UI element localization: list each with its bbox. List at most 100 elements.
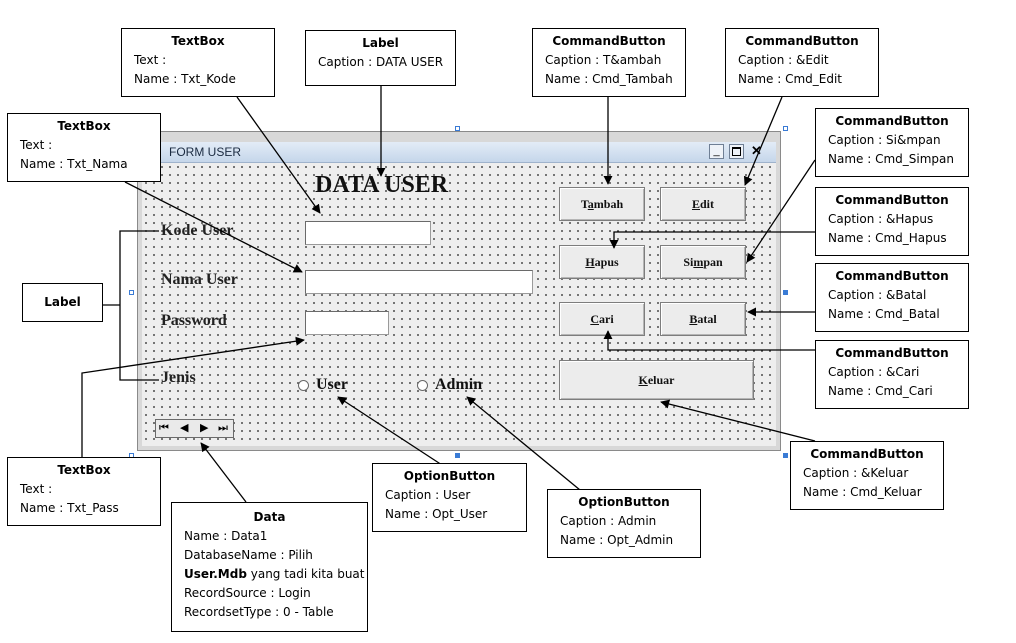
- callout-type: CommandButton: [835, 114, 949, 128]
- label-kode-user: Kode User: [161, 222, 234, 239]
- arrow-cmd-keluar: [660, 399, 816, 442]
- nama-user-input[interactable]: [305, 270, 533, 294]
- form-title-bar: FORM USER _ ✕: [142, 142, 776, 163]
- last-record-icon[interactable]: ⏭: [218, 422, 228, 434]
- data-control[interactable]: ⏮ ◀ ▶ ⏭: [155, 419, 234, 438]
- selection-handle[interactable]: [455, 126, 460, 131]
- callout-text: Text :: [20, 138, 53, 152]
- callout-name: Name : Cmd_Batal: [828, 307, 940, 321]
- callout-type: CommandButton: [810, 447, 924, 461]
- callout-name: Name : Opt_User: [385, 507, 488, 521]
- form-title: FORM USER: [169, 145, 241, 159]
- callout-db-note-rest: yang tadi kita buat: [246, 567, 365, 581]
- callout-name: Name : Txt_Nama: [20, 157, 128, 171]
- label-jenis: Jenis: [161, 369, 196, 386]
- selection-handle[interactable]: [129, 290, 134, 295]
- callout-type: TextBox: [171, 34, 225, 48]
- selection-handle[interactable]: [783, 453, 788, 458]
- maximize-icon[interactable]: [729, 144, 744, 159]
- callout-caption: Caption : T&ambah: [545, 53, 662, 67]
- callout-type: OptionButton: [578, 495, 670, 509]
- simpan-button[interactable]: Simpan: [660, 245, 746, 279]
- simpan-button-label: Simpan: [683, 255, 723, 269]
- edit-button[interactable]: Edit: [660, 187, 746, 221]
- callout-txt-nama: TextBox Text : Name : Txt_Nama: [7, 113, 161, 182]
- opt-admin-label[interactable]: Admin: [435, 376, 483, 393]
- arrow-opt-admin: [466, 396, 581, 491]
- minimize-icon[interactable]: _: [709, 144, 724, 159]
- selection-handle[interactable]: [783, 290, 788, 295]
- arrow-txt-nama: [124, 181, 303, 273]
- bracket-label-group: [119, 230, 159, 381]
- callout-type: CommandButton: [835, 346, 949, 360]
- callout-txt-kode: TextBox Text : Name : Txt_Kode: [121, 28, 275, 97]
- callout-name: Name : Cmd_Cari: [828, 384, 933, 398]
- tambah-button[interactable]: Tambah: [559, 187, 645, 221]
- keluar-button[interactable]: Keluar: [559, 360, 754, 400]
- callout-cmd-tambah: CommandButton Caption : T&ambah Name : C…: [532, 28, 686, 97]
- callout-type: Label: [362, 36, 399, 50]
- tambah-button-label: Tambah: [580, 197, 624, 211]
- label-password: Password: [161, 312, 227, 329]
- cari-button-label: Cari: [590, 312, 614, 326]
- opt-admin-radio[interactable]: [417, 380, 428, 391]
- arrow-cmd-hapus: [609, 231, 815, 249]
- arrow-txt-pass: [81, 336, 305, 457]
- callout-caption: Caption : &Cari: [828, 365, 920, 379]
- callout-db-file: User.Mdb: [184, 567, 247, 581]
- callout-cmd-cari: CommandButton Caption : &Cari Name : Cmd…: [815, 340, 969, 409]
- callout-name: Name : Cmd_Edit: [738, 72, 842, 86]
- first-record-icon[interactable]: ⏮: [159, 422, 169, 434]
- cari-button[interactable]: Cari: [559, 302, 645, 336]
- callout-caption: Caption : User: [385, 488, 471, 502]
- callout-name: Name : Txt_Kode: [134, 72, 236, 86]
- arrow-cmd-cari: [603, 330, 815, 351]
- arrow-data1: [200, 442, 247, 503]
- callout-type: Label: [44, 295, 81, 309]
- previous-record-icon[interactable]: ◀: [180, 422, 189, 434]
- batal-button[interactable]: Batal: [660, 302, 746, 336]
- callout-text: Text :: [20, 482, 53, 496]
- label-nama-user: Nama User: [161, 271, 238, 288]
- opt-user-radio[interactable]: [298, 380, 309, 391]
- callout-type: CommandButton: [835, 193, 949, 207]
- callout-text: Text :: [134, 53, 167, 67]
- callout-cmd-hapus: CommandButton Caption : &Hapus Name : Cm…: [815, 187, 969, 256]
- callout-type: CommandButton: [745, 34, 859, 48]
- callout-type: TextBox: [57, 119, 111, 133]
- edit-button-label: Edit: [691, 197, 715, 211]
- callout-database-note: User.Mdb yang tadi kita buat: [184, 565, 365, 584]
- close-icon[interactable]: ✕: [751, 143, 762, 158]
- callout-data1: Data Name : Data1 DatabaseName : Pilih U…: [171, 502, 368, 632]
- callout-name: Name : Cmd_Keluar: [803, 485, 922, 499]
- callout-opt-user: OptionButton Caption : User Name : Opt_U…: [372, 463, 527, 532]
- next-record-icon[interactable]: ▶: [200, 422, 209, 434]
- callout-caption: Caption : &Keluar: [803, 466, 909, 480]
- selection-handle[interactable]: [783, 126, 788, 131]
- callout-type: Data: [253, 510, 286, 524]
- password-input[interactable]: [305, 311, 389, 335]
- callout-cmd-keluar: CommandButton Caption : &Keluar Name : C…: [790, 441, 944, 510]
- callout-txt-pass: TextBox Text : Name : Txt_Pass: [7, 457, 161, 526]
- kode-user-input[interactable]: [305, 221, 431, 245]
- callout-recordsource: RecordSource : Login: [184, 586, 311, 600]
- callout-type: CommandButton: [835, 269, 949, 283]
- arrow-cmd-edit: [743, 96, 783, 186]
- arrow-txt-kode: [236, 96, 321, 214]
- callout-name: Name : Cmd_Tambah: [545, 72, 673, 86]
- selection-handle[interactable]: [455, 453, 460, 458]
- opt-user-label[interactable]: User: [316, 376, 348, 393]
- callout-cmd-batal: CommandButton Caption : &Batal Name : Cm…: [815, 263, 969, 332]
- callout-opt-admin: OptionButton Caption : Admin Name : Opt_…: [547, 489, 701, 558]
- callout-databasename: DatabaseName : Pilih: [184, 548, 313, 562]
- hapus-button[interactable]: Hapus: [559, 245, 645, 279]
- callout-caption: Caption : DATA USER: [318, 55, 444, 69]
- callout-caption: Caption : Si&mpan: [828, 133, 941, 147]
- keluar-button-label: Keluar: [638, 373, 675, 387]
- callout-name: Name : Cmd_Hapus: [828, 231, 947, 245]
- callout-type: OptionButton: [403, 469, 496, 483]
- callout-name: Name : Data1: [184, 529, 268, 543]
- callout-cmd-simpan: CommandButton Caption : Si&mpan Name : C…: [815, 108, 969, 177]
- callout-caption: Caption : &Batal: [828, 288, 927, 302]
